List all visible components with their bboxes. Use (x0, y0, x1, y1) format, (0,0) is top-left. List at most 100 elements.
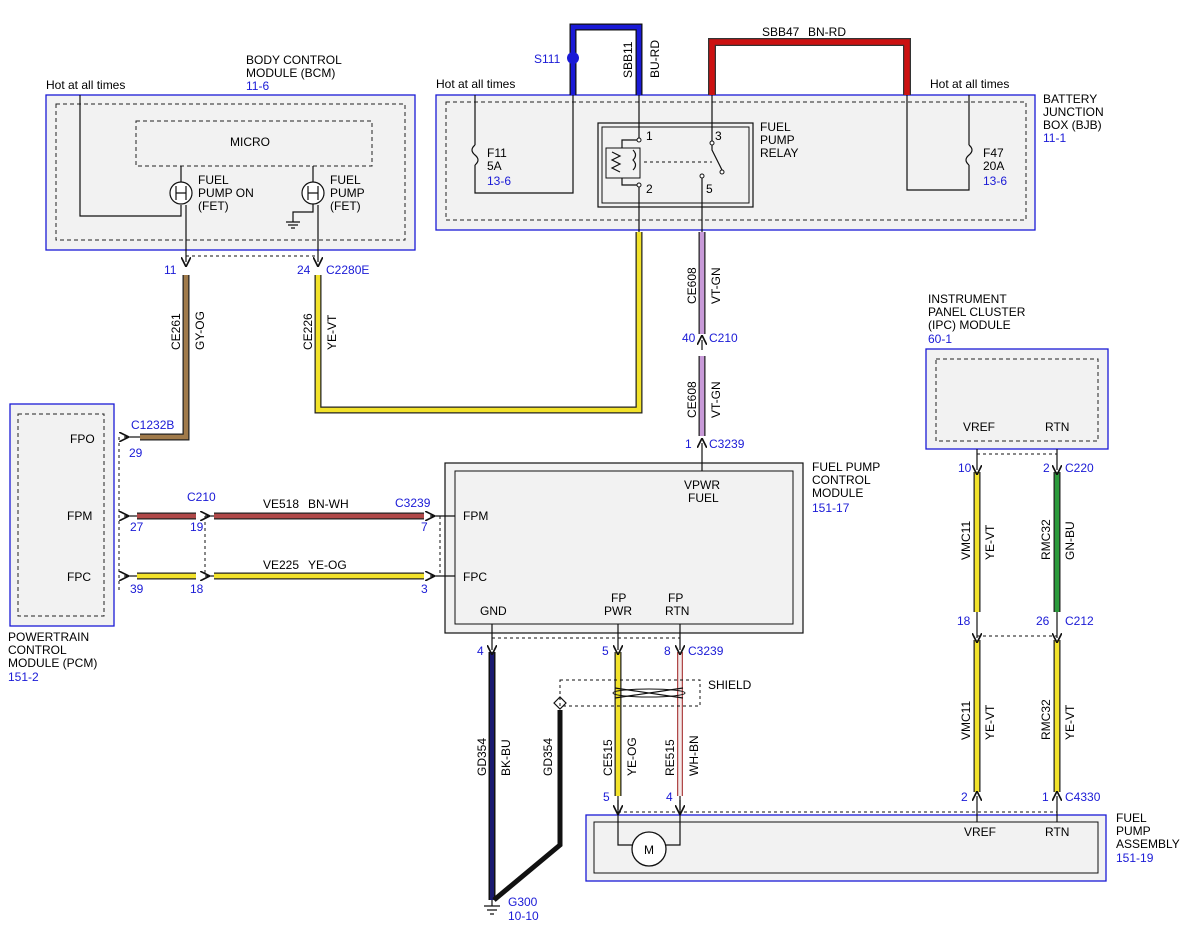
pin-ipc-2: 2 (1043, 461, 1050, 475)
ce515-color: YE-OG (625, 737, 639, 776)
rmc32b-circuit: RMC32 (1039, 699, 1053, 740)
vmc11a-circuit: VMC11 (959, 521, 973, 560)
pin-fpa-5: 5 (603, 790, 610, 804)
pcm-title-3: MODULE (PCM) (8, 656, 97, 670)
fpa-module (585, 814, 1107, 882)
pin-bcm-11: 11 (164, 263, 177, 277)
pin-ipc-18: 18 (957, 614, 971, 628)
ve225-circuit: VE225 (263, 558, 299, 572)
bcm-hot-label: Hot at all times (46, 78, 125, 92)
f11-ref: 13-6 (487, 174, 511, 188)
sbb11-circuit: SBB11 (621, 41, 635, 78)
gd354b-circuit: GD354 (541, 738, 555, 776)
fpa-rtn: RTN (1045, 825, 1069, 839)
ce226-circuit: CE226 (301, 313, 315, 350)
fet2-l1: FUEL (330, 173, 361, 187)
vmc11b-circuit: VMC11 (959, 701, 973, 740)
f47-ref: 13-6 (983, 174, 1007, 188)
pin-ipc-26: 26 (1036, 614, 1050, 628)
pin-fpa-1: 1 (1042, 790, 1049, 804)
pin-c210-40: 40 (682, 331, 696, 345)
f11-id: F11 (487, 146, 507, 160)
bjb-internals (471, 95, 973, 232)
ve518-color: BN-WH (308, 497, 349, 511)
fet2-l2: PUMP (330, 186, 365, 200)
bcm-micro: MICRO (230, 135, 270, 149)
conn-c2280e: C2280E (326, 263, 369, 277)
conn-c3239-bot: C3239 (688, 644, 724, 658)
ce608b-color: VT-GN (709, 381, 723, 418)
vmc11a-color: YE-VT (983, 524, 997, 560)
pcm-title-2: CONTROL (8, 643, 67, 657)
pin-c210-18: 18 (190, 582, 204, 596)
relay-l1: FUEL (760, 120, 791, 134)
conn-c210-left: C210 (187, 490, 216, 504)
pin-fpcm-4: 4 (477, 644, 484, 658)
ipc-vref: VREF (963, 420, 995, 434)
labels: BODY CONTROL MODULE (BCM) 11-6 Hot at al… (8, 25, 1180, 923)
ve518-circuit: VE518 (263, 497, 299, 511)
ipc-title-1: INSTRUMENT (928, 292, 1007, 306)
pcm-pin-fpm: FPM (67, 509, 92, 523)
bcm-internals (79, 95, 325, 262)
bjb-title-2: JUNCTION (1043, 105, 1104, 119)
conn-c3239-top: C3239 (709, 437, 745, 451)
pin-fpcm-5: 5 (602, 644, 609, 658)
relay-pin-5: 5 (706, 182, 713, 196)
ipc-rtn: RTN (1045, 420, 1069, 434)
sbb47-color: BN-RD (808, 25, 846, 39)
fpcm-fprtn-2: RTN (665, 604, 689, 618)
pin-fpcm-3: 3 (421, 582, 428, 596)
sbb47-circuit: SBB47 (762, 25, 800, 39)
connector-dashes (118, 437, 1057, 813)
wire-ce226 (314, 232, 643, 414)
ipc-title-2: PANEL CLUSTER (928, 305, 1026, 319)
pcm-pin-fpc: FPC (67, 570, 91, 584)
f47-id: F47 (983, 146, 1004, 160)
bjb-title-1: BATTERY (1043, 92, 1097, 106)
ce608a-color: VT-GN (709, 267, 723, 304)
rmc32a-circuit: RMC32 (1039, 519, 1053, 560)
arrows (124, 340, 1057, 846)
fet1-l1: FUEL (198, 173, 229, 187)
pin-fpa-4: 4 (666, 790, 673, 804)
fet2-l3: (FET) (330, 199, 361, 213)
fpcm-fppwr-2: PWR (604, 604, 632, 618)
splice-s111-label: S111 (534, 52, 561, 66)
fpcm-ref: 151-17 (812, 501, 850, 515)
wire-gd354-drain (492, 710, 563, 902)
ground-ref: 10-10 (508, 909, 539, 923)
bjb-hot-left: Hot at all times (436, 77, 515, 91)
bjb-title-3: BOX (BJB) (1043, 118, 1102, 132)
shield (553, 679, 701, 710)
pin-fpcm-8: 8 (664, 644, 671, 658)
pcm-ref: 151-2 (8, 670, 39, 684)
ve225-color: YE-OG (308, 558, 347, 572)
bjb-module (435, 94, 1036, 231)
rmc32a-color: GN-BU (1063, 521, 1077, 560)
pcm-module (9, 403, 115, 627)
re515-color: WH-BN (687, 735, 701, 776)
fpcm-title-1: FUEL PUMP (812, 460, 880, 474)
relay-pin-3: 3 (715, 129, 722, 143)
fpcm-module (444, 462, 804, 634)
pin-bcm-24: 24 (297, 263, 311, 277)
gd354a-color: BK-BU (499, 739, 513, 776)
fuel-pump-motor (631, 831, 667, 867)
ce608b-circuit: CE608 (685, 381, 699, 418)
pin-c3239-1: 1 (685, 437, 692, 451)
fpa-title-1: FUEL (1116, 811, 1147, 825)
fpa-title-2: PUMP (1116, 824, 1151, 838)
shield-label: SHIELD (708, 678, 752, 692)
splice-s111 (567, 52, 579, 64)
fpcm-title-3: MODULE (812, 486, 863, 500)
pin-fpcm-7: 7 (421, 520, 428, 534)
pin-pcm-29: 29 (129, 446, 143, 460)
conn-c212: C212 (1065, 614, 1094, 628)
ce608a-circuit: CE608 (685, 267, 699, 304)
fpa-motor-label: M (644, 843, 654, 857)
f11-rating: 5A (487, 159, 502, 173)
relay-pin-2: 2 (646, 182, 653, 196)
fpa-title-3: ASSEMBLY (1116, 837, 1180, 851)
